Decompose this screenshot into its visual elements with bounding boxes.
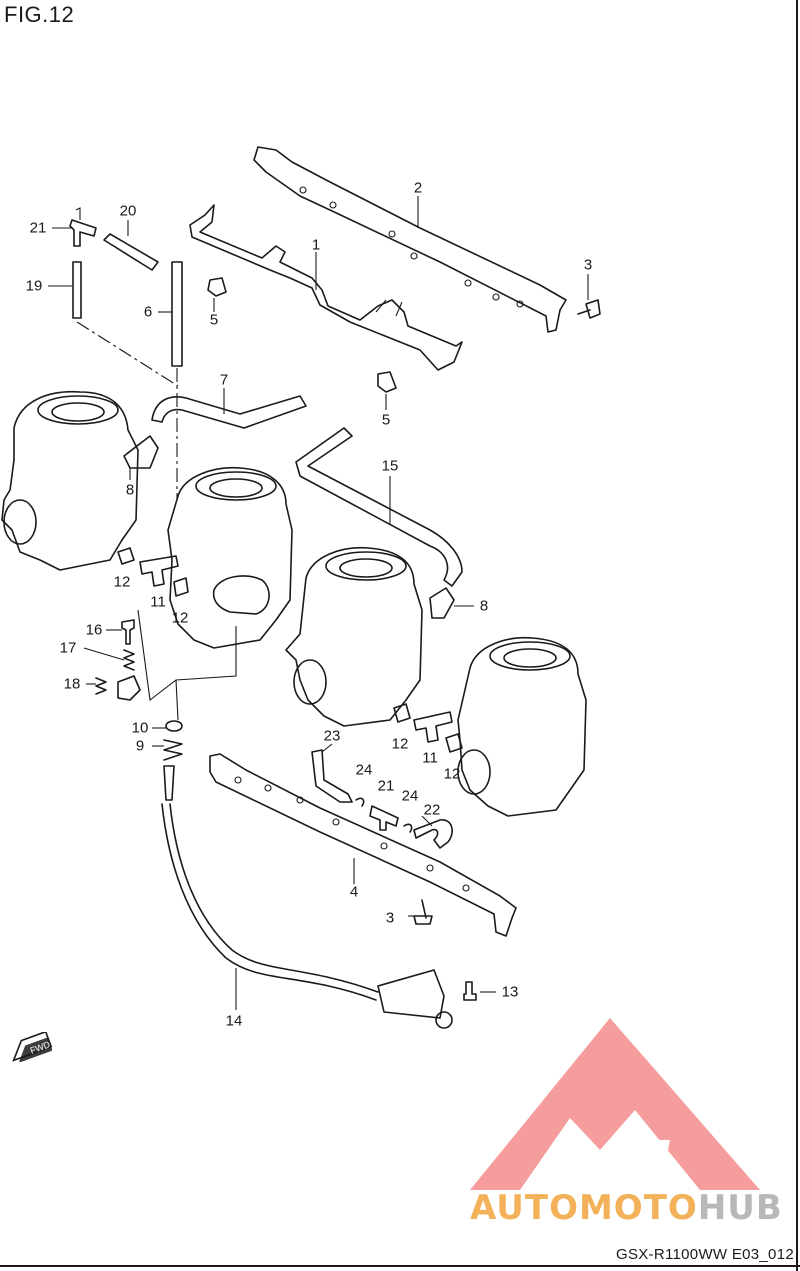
- callout-15: 15: [381, 457, 399, 475]
- part-11-tjoint-2: [413, 711, 453, 743]
- callout-12-b: 12: [171, 609, 189, 627]
- callout-21-upper: 21: [29, 219, 47, 237]
- part-22-hose: [413, 819, 453, 849]
- callout-9: 9: [135, 737, 145, 755]
- callout-19: 19: [25, 277, 43, 295]
- callout-22: 22: [423, 801, 441, 819]
- callout-6: 6: [143, 303, 153, 321]
- part-12-fitting-4: [445, 733, 463, 753]
- callout-12-c: 12: [391, 735, 409, 753]
- part-7-hose: [151, 395, 307, 429]
- carburetor-3: [285, 546, 455, 727]
- leader-linkage-2: [175, 679, 179, 721]
- part-12-fitting-3: [393, 703, 411, 723]
- part-3-bolt-lower: [413, 899, 433, 925]
- part-10-washer: [165, 720, 183, 732]
- callout-14: 14: [225, 1012, 243, 1030]
- callout-11-right: 11: [422, 749, 438, 767]
- carburetor-4: [457, 636, 587, 817]
- callout-13: 13: [501, 983, 519, 1001]
- callout-12-d: 12: [443, 765, 461, 783]
- part-24-clip-1: [355, 797, 365, 807]
- linkage-lever: [117, 675, 141, 701]
- callout-3-lower: 3: [385, 909, 395, 927]
- leader-dash-1: [76, 321, 179, 387]
- callout-5-upper: 5: [209, 311, 219, 329]
- callout-7: 7: [219, 371, 229, 389]
- callout-16: 16: [85, 621, 103, 639]
- callout-18: 18: [63, 675, 81, 693]
- part-6-tube: [171, 261, 183, 367]
- part-12-fitting-2: [173, 577, 189, 597]
- part-5-clip-upper: [207, 277, 227, 297]
- carburetor-2: [167, 466, 293, 649]
- part-13-screw: [463, 981, 477, 1001]
- watermark-brand-part1: AUTOMOTO: [470, 1188, 698, 1228]
- callout-3-upper: 3: [583, 256, 593, 274]
- part-20-tube: [103, 233, 159, 271]
- callout-17: 17: [59, 639, 77, 657]
- part-24-clip-2: [403, 823, 413, 833]
- figure-code: GSX-R1100WW E03_012: [615, 1246, 794, 1263]
- part-4-lower-bracket: [209, 753, 517, 937]
- callout-4: 4: [349, 883, 359, 901]
- watermark-brand-part2: HUB: [697, 1188, 783, 1228]
- callout-21-lower: 21: [377, 777, 395, 795]
- watermark-logo: [470, 1018, 760, 1190]
- part-21-tjoint-upper: [69, 207, 97, 247]
- part-23-hose: [311, 749, 353, 803]
- carburetor-1: [1, 390, 159, 571]
- part-2-upper-bracket: [253, 146, 567, 333]
- part-5-clip-lower: [377, 371, 397, 393]
- part-19-tube: [72, 261, 82, 319]
- part-18-spring: [95, 677, 107, 695]
- callout-2: 2: [413, 179, 423, 197]
- part-21-tjoint-lower: [369, 805, 399, 831]
- callout-8-right: 8: [479, 597, 489, 615]
- part-14-cable: [161, 765, 453, 1029]
- figure-title: FIG.12: [4, 2, 75, 27]
- fwd-badge: FWD: [8, 1030, 53, 1067]
- part-3-bolt-upper: [577, 299, 601, 319]
- watermark-brand: AUTOMOTOHUB: [470, 1188, 783, 1228]
- callout-5-lower: 5: [381, 411, 391, 429]
- part-12-fitting-1: [117, 547, 135, 565]
- part-9-spring: [163, 739, 183, 761]
- callout-20: 20: [119, 202, 137, 220]
- callout-12-a: 12: [113, 573, 131, 591]
- part-15-hose: [295, 427, 463, 587]
- callout-1: 1: [311, 236, 321, 254]
- callout-24-a: 24: [355, 761, 373, 779]
- part-17-spring: [123, 649, 135, 671]
- callout-23: 23: [323, 727, 341, 745]
- callout-11-left: 11: [150, 593, 166, 611]
- fwd-arrow-icon: FWD: [12, 1030, 53, 1063]
- callout-8-left: 8: [125, 481, 135, 499]
- part-1-front-bracket: [189, 204, 463, 371]
- callout-10: 10: [131, 719, 149, 737]
- part-16-screw: [121, 619, 135, 645]
- leader-lines: [48, 196, 589, 1010]
- callout-24-b: 24: [401, 787, 419, 805]
- part-11-tjoint-1: [139, 555, 179, 587]
